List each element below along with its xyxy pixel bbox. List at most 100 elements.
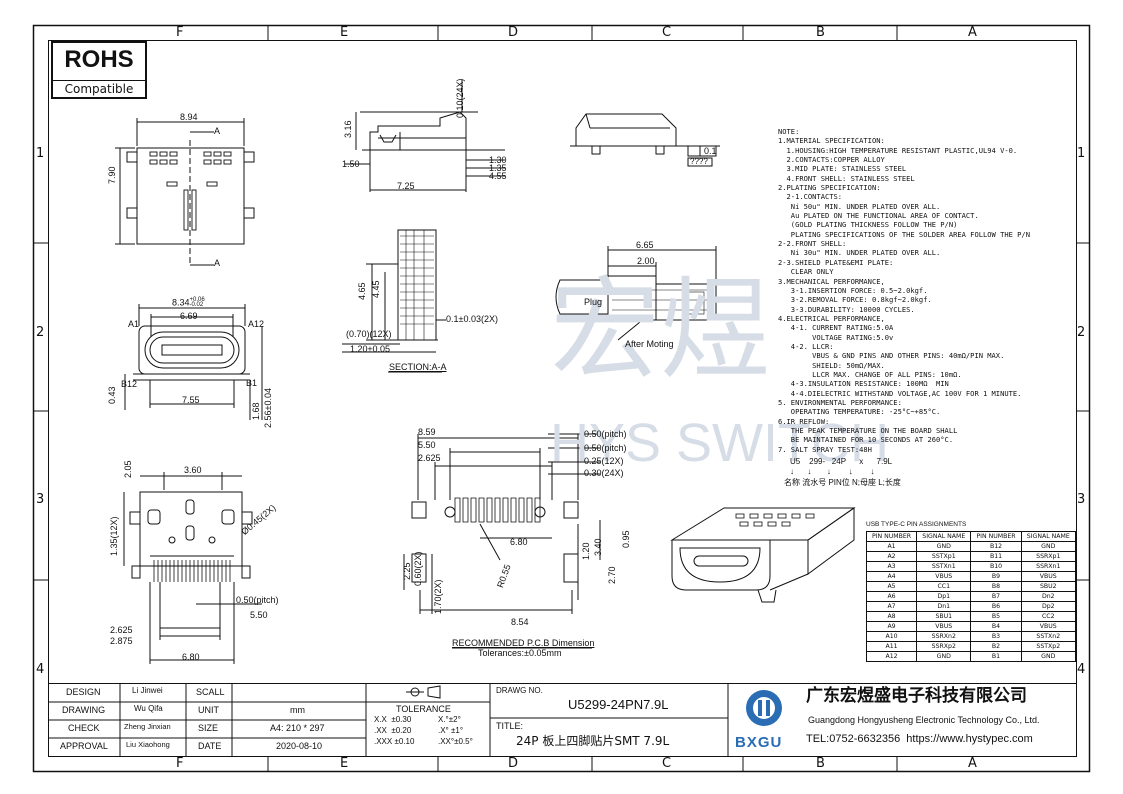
signal-name-a: Dn1 bbox=[916, 601, 972, 612]
dim-section-4-45: 4.45 bbox=[371, 280, 381, 298]
dim-pcb-0-30: 0.30(24X) bbox=[584, 468, 624, 478]
header-signal-name: SIGNAL NAME bbox=[916, 531, 972, 542]
tolerance-angle-2: .X° ±1° bbox=[438, 726, 464, 735]
rohs-badge: ROHS Compatible bbox=[51, 41, 147, 99]
zone-row-3-right: 3 bbox=[1077, 492, 1086, 507]
pin-label-b12: B12 bbox=[121, 379, 138, 389]
zone-col-e-bottom: E bbox=[340, 756, 349, 771]
dim-side-1-30: 1.30 bbox=[489, 155, 507, 165]
dim-bottom-5-50: 5.50 bbox=[250, 610, 268, 620]
label-size: SIZE bbox=[198, 723, 219, 733]
dim-pcb-6-80: 6.80 bbox=[510, 537, 528, 547]
pin-number-a: A4 bbox=[865, 571, 918, 582]
pin-number-b: B11 bbox=[970, 551, 1022, 562]
dim-side-height: 3.16 bbox=[343, 120, 353, 138]
dim-pcb-1-70: 1.70(2X) bbox=[433, 579, 443, 614]
top-view-drawing bbox=[115, 118, 255, 266]
pin-number-a: A1 bbox=[865, 541, 918, 552]
iso-view-drawing bbox=[570, 113, 720, 167]
tolerance-angle-3: .XX°±0.5° bbox=[438, 737, 473, 746]
zone-row-4-left: 4 bbox=[36, 662, 45, 677]
zone-row-1-right: 1 bbox=[1077, 146, 1086, 161]
signal-name-b: GND bbox=[1020, 541, 1077, 552]
dim-pcb-pitch-2: 0.50(pitch) bbox=[584, 443, 627, 453]
company-contact: TEL:0752-6632356 https://www.hystypec.co… bbox=[806, 733, 1033, 745]
title-label: TITLE: bbox=[496, 721, 524, 731]
section-marker-bottom: A bbox=[214, 258, 221, 268]
dim-pcb-pitch-1: 0.50(pitch) bbox=[584, 429, 627, 439]
header-pin-number: PIN NUMBER bbox=[865, 531, 918, 542]
pin-number-a: A10 bbox=[865, 631, 918, 642]
signal-name-a: GND bbox=[916, 541, 972, 552]
tolerance-angle-1: X.°±2° bbox=[438, 715, 461, 724]
dim-bottom-2-05: 2.05 bbox=[123, 460, 133, 478]
section-marker-top: A bbox=[214, 126, 221, 136]
pin-number-a: A5 bbox=[865, 581, 918, 592]
pin-number-b: B5 bbox=[970, 611, 1022, 622]
part-code-legend: 名称 流水号 PIN位 N;母座 L;长度 bbox=[784, 478, 901, 487]
pin-label-a12: A12 bbox=[248, 319, 265, 329]
name-drawing: Wu Qifa bbox=[134, 704, 163, 713]
signal-name-b: Dp2 bbox=[1020, 601, 1077, 612]
dim-pcb-2-25: 2.25 bbox=[402, 562, 412, 580]
value-date: 2020-08-10 bbox=[276, 741, 323, 751]
zone-col-c-bottom: C bbox=[662, 756, 672, 771]
mating-plug-label: Plug bbox=[584, 297, 603, 307]
pcb-title: RECOMMENDED P.C.B Dimension bbox=[452, 638, 595, 648]
signal-name-b: GND bbox=[1020, 651, 1077, 662]
signal-name-a: Dp1 bbox=[916, 591, 972, 602]
dim-top-depth: 7.90 bbox=[107, 166, 117, 184]
dim-bottom-1-35: 1.35(12X) bbox=[109, 516, 119, 556]
mating-after-label: After Moting bbox=[625, 339, 674, 349]
zone-row-2-left: 2 bbox=[36, 325, 45, 340]
dim-front-inner-width: 6.69 bbox=[180, 311, 198, 321]
dim-side-1-35: 1.35 bbox=[489, 163, 507, 173]
flatness-value: 0.1 bbox=[704, 146, 717, 156]
dim-pcb-8-54: 8.54 bbox=[511, 617, 529, 627]
zone-col-f-top: F bbox=[176, 25, 184, 40]
company-logo-mark bbox=[746, 690, 782, 726]
dim-pcb-0-60: 0.60(2X) bbox=[413, 551, 423, 586]
zone-col-d-top: D bbox=[508, 25, 519, 40]
dim-front-shell-width: 8.34+0.06-0.02 bbox=[172, 297, 205, 308]
pin-number-b: B6 bbox=[970, 601, 1022, 612]
pcb-footprint-drawing bbox=[403, 433, 601, 649]
flatness-reference: ???? bbox=[690, 157, 708, 166]
signal-name-a: SSTXn1 bbox=[916, 561, 972, 572]
zone-row-3-left: 3 bbox=[36, 492, 45, 507]
table-header-row: PIN NUMBER SIGNAL NAME PIN NUMBER SIGNAL… bbox=[865, 531, 1077, 542]
dim-pcb-5-50: 5.50 bbox=[418, 440, 436, 450]
pin-number-a: A8 bbox=[865, 611, 918, 622]
dim-side-1-50: 1.50 bbox=[342, 159, 360, 169]
zone-col-a-top: A bbox=[968, 25, 977, 40]
pin-number-b: B12 bbox=[970, 541, 1022, 552]
zone-col-b-top: B bbox=[816, 25, 825, 40]
value-size: A4: 210 * 297 bbox=[270, 723, 325, 733]
pin-number-a: A2 bbox=[865, 551, 918, 562]
signal-name-a: GND bbox=[916, 651, 972, 662]
dim-bottom-pitch: 0.50(pitch) bbox=[236, 595, 279, 605]
signal-name-a: CC1 bbox=[916, 581, 972, 592]
part-code-parts: U5 299- 24P x 7.9L bbox=[790, 457, 893, 466]
signal-name-b: SSTXn2 bbox=[1020, 631, 1077, 642]
pin-number-b: B2 bbox=[970, 641, 1022, 652]
company-name-en: Guangdong Hongyusheng Electronic Technol… bbox=[808, 715, 1040, 725]
dim-pcb-2-70: 2.70 bbox=[607, 566, 617, 584]
specification-notes: NOTE: 1.MATERIAL SPECIFICATION: 1.HOUSIN… bbox=[778, 127, 1030, 454]
value-unit: mm bbox=[290, 705, 305, 715]
pin-number-b: B1 bbox=[970, 651, 1022, 662]
pin-table-title: USB TYPE-C PIN ASSIGNMENTS bbox=[866, 521, 967, 528]
tolerance-linear-3: .XXX ±0.10 bbox=[374, 737, 415, 746]
zone-col-c-top: C bbox=[662, 25, 672, 40]
dim-front-0-43: 0.43 bbox=[107, 386, 117, 404]
pin-number-b: B3 bbox=[970, 631, 1022, 642]
pin-number-b: B7 bbox=[970, 591, 1022, 602]
dim-side-length: 7.25 bbox=[397, 181, 415, 191]
tolerance-linear-1: X.X ±0.30 bbox=[374, 715, 412, 724]
